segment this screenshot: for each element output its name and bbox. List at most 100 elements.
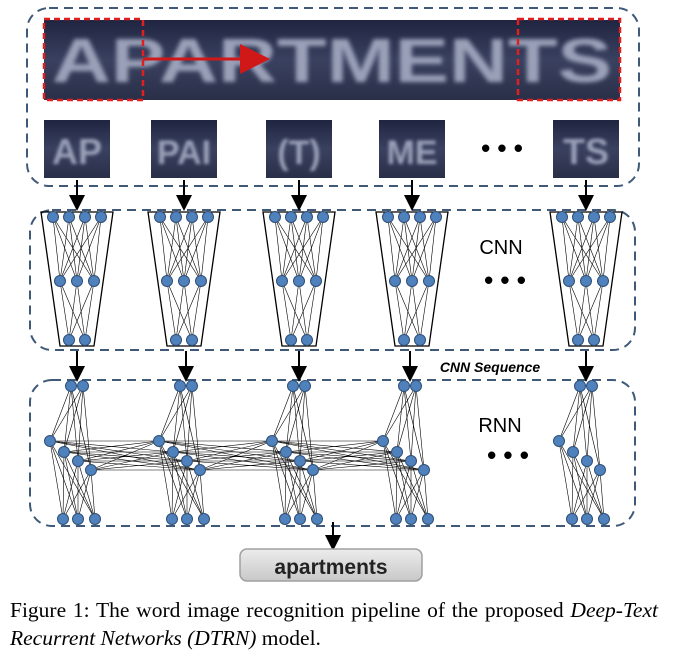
- network-node: [202, 211, 214, 223]
- network-node: [72, 455, 84, 467]
- cnn-columns: [40, 211, 623, 347]
- network-edge: [586, 385, 593, 462]
- network-edge: [312, 469, 318, 520]
- network-edge: [387, 216, 430, 282]
- network-node: [276, 275, 288, 287]
- network-edge: [411, 216, 437, 282]
- network-edge: [306, 280, 317, 341]
- network-node: [553, 435, 565, 447]
- network-edge: [183, 216, 193, 282]
- network-edge: [199, 451, 287, 471]
- network-node: [174, 380, 186, 392]
- network-edge: [290, 280, 317, 341]
- network-edge: [68, 216, 78, 282]
- crop-5-text: TS: [563, 131, 609, 172]
- network-edge: [571, 469, 601, 520]
- network-edge: [62, 460, 79, 520]
- network-node: [58, 446, 70, 458]
- rnn-unit-2: [153, 380, 210, 525]
- network-edge: [199, 440, 273, 471]
- network-edge: [577, 280, 587, 341]
- network-edge: [290, 280, 300, 341]
- network-edge: [299, 469, 314, 520]
- network-edge: [410, 460, 429, 520]
- network-edge: [59, 280, 70, 341]
- network-edge: [428, 216, 437, 282]
- cnn-column-outline: [147, 211, 221, 347]
- network-edge: [395, 451, 398, 520]
- network-edge: [49, 385, 84, 442]
- cnn-sequence-label: CNN Sequence: [440, 359, 541, 375]
- network-node: [572, 211, 584, 223]
- network-edge: [591, 385, 601, 471]
- network-edge: [423, 469, 429, 520]
- network-edge: [382, 385, 405, 442]
- network-edge: [394, 216, 405, 282]
- network-edge: [191, 280, 202, 341]
- network-node: [405, 455, 417, 467]
- network-edge: [299, 440, 384, 462]
- network-node: [556, 211, 568, 223]
- crop-2: PAI: [151, 120, 217, 178]
- cnn-column-5: [549, 211, 623, 347]
- network-edge: [166, 280, 177, 341]
- network-edge: [77, 460, 96, 520]
- network-edge: [396, 385, 405, 453]
- network-node: [79, 211, 91, 223]
- network-node: [65, 380, 77, 392]
- network-edge: [281, 216, 308, 282]
- network-node: [572, 334, 584, 346]
- network-edge: [572, 451, 605, 520]
- network-edge: [68, 216, 95, 282]
- network-edge: [298, 216, 308, 282]
- network-edge: [159, 216, 168, 282]
- network-edge: [403, 280, 413, 341]
- network-edge: [306, 216, 317, 282]
- network-edge: [403, 216, 413, 282]
- network-edge: [585, 280, 595, 341]
- network-edge: [411, 216, 421, 282]
- network-edge: [561, 216, 587, 282]
- network-edge: [396, 451, 429, 520]
- network-edge: [63, 440, 160, 453]
- network-node: [167, 446, 179, 458]
- network-edge: [285, 451, 318, 520]
- network-node: [79, 334, 91, 346]
- network-edge: [561, 216, 570, 282]
- network-node: [170, 211, 182, 223]
- crop-4: ME: [379, 120, 445, 178]
- network-edge: [281, 280, 292, 341]
- network-node: [178, 275, 190, 287]
- network-node: [279, 513, 291, 525]
- network-edge: [191, 385, 201, 471]
- network-edge: [285, 440, 384, 453]
- network-node: [266, 435, 278, 447]
- network-edge: [52, 216, 78, 282]
- network-edge: [77, 440, 160, 462]
- network-edge: [568, 216, 595, 282]
- network-edge: [396, 385, 417, 453]
- network-edge: [298, 216, 324, 282]
- network-edge: [299, 385, 306, 462]
- network-edge: [312, 440, 384, 471]
- network-node: [580, 275, 592, 287]
- crop-5: TS: [553, 120, 619, 178]
- network-node: [581, 513, 593, 525]
- network-edge: [52, 216, 95, 282]
- network-edge: [593, 280, 604, 341]
- network-edge: [186, 440, 273, 462]
- network-edge: [274, 216, 283, 282]
- network-node: [414, 334, 426, 346]
- network-node: [85, 464, 97, 476]
- network-edge: [158, 385, 181, 442]
- network-edge: [175, 280, 185, 341]
- network-edge: [571, 460, 588, 520]
- network-node: [294, 455, 306, 467]
- network-node: [588, 211, 600, 223]
- cnn-stage-border: [29, 209, 636, 351]
- network-edge: [172, 440, 273, 453]
- network-node: [71, 275, 83, 287]
- cnn-column-4: [375, 211, 449, 347]
- network-node: [285, 334, 297, 346]
- network-node: [398, 334, 410, 346]
